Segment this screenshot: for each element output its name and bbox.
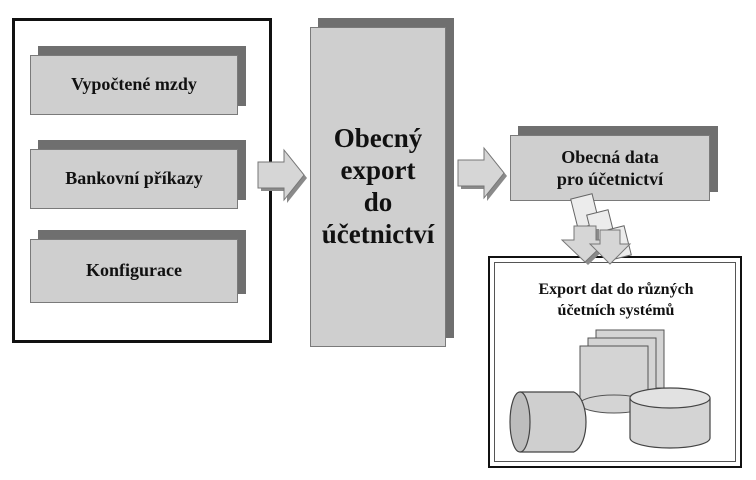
export-target-title: Export dat do různých účetních systémů xyxy=(500,280,732,322)
horizontal-cylinder-icon xyxy=(509,391,587,453)
export-target-inner-frame xyxy=(494,262,736,462)
arrow-right-icon xyxy=(457,146,507,201)
input-box-bankovni-prikazy: Bankovní příkazy xyxy=(30,149,238,209)
export-target-line: účetních systémů xyxy=(557,301,675,319)
general-data-line: Obecná data xyxy=(561,146,659,167)
export-target-line: Export dat do různých xyxy=(538,281,694,298)
center-line: Obecný xyxy=(333,123,423,154)
input-box-vypoctene-mzdy: Vypočtené mzdy xyxy=(30,55,238,115)
general-data-box: Obecná data pro účetnictví xyxy=(510,135,710,201)
input-label: Konfigurace xyxy=(86,260,182,281)
center-line: export xyxy=(340,155,416,186)
center-export-box: Obecný export do účetnictví xyxy=(310,27,446,347)
arrow-down-icon xyxy=(560,225,632,265)
general-data-line: pro účetnictví xyxy=(556,169,664,189)
center-line: do xyxy=(363,187,393,217)
center-line: účetnictví xyxy=(321,218,435,249)
stacked-records-icon xyxy=(579,329,665,414)
input-label: Vypočtené mzdy xyxy=(71,74,197,95)
database-cylinder-icon xyxy=(629,387,711,449)
arrow-right-icon xyxy=(257,148,307,203)
input-box-konfigurace: Konfigurace xyxy=(30,239,238,303)
input-label: Bankovní příkazy xyxy=(65,168,203,189)
